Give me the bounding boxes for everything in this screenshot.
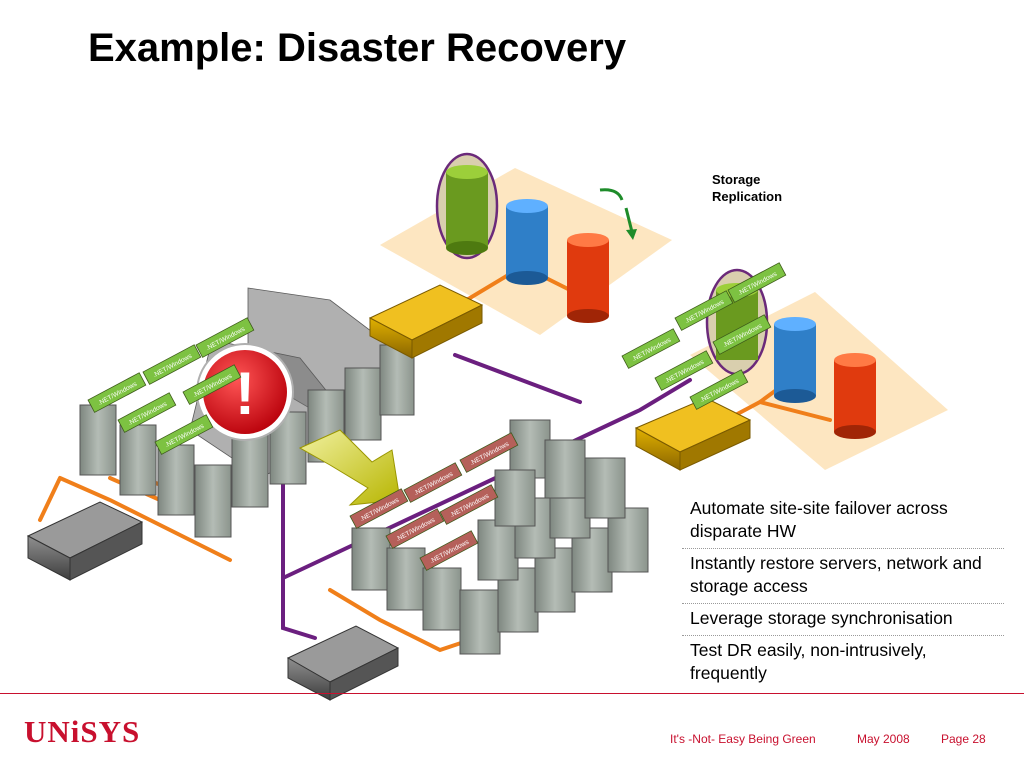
benefit-item: Automate site-site failover across dispa…: [682, 494, 1004, 549]
database-secondary-red-icon: [834, 353, 876, 439]
storage-label-line1: Storage: [712, 172, 761, 187]
switch-failed-site: [26, 501, 144, 581]
switch-recovery-site: [286, 625, 400, 701]
switch-secondary-storage: [634, 397, 752, 471]
switch-primary-storage: [368, 284, 484, 359]
failover-arrow-icon: [298, 429, 401, 506]
alert-symbol: !: [235, 360, 255, 427]
footer-date: May 2008: [857, 732, 910, 746]
workload-tile: .NET/Windows: [142, 344, 202, 385]
benefit-item: Instantly restore servers, network and s…: [682, 549, 1004, 604]
workload-tile: .NET/Windows: [459, 432, 519, 473]
replication-arrow-icon: [599, 188, 637, 240]
database-primary-red-icon: [567, 233, 609, 323]
recovery-site-servers: [351, 419, 649, 655]
footer-page-number: Page 28: [941, 732, 986, 746]
workload-tile: .NET/Windows: [87, 372, 147, 413]
footer-divider: [0, 693, 1024, 694]
database-secondary-blue-icon: [774, 317, 816, 403]
unisys-logo: UNiSYS: [24, 714, 141, 749]
workload-tile: .NET/Windows: [419, 530, 479, 571]
storage-label-line2: Replication: [712, 189, 783, 204]
database-primary-green-icon: [435, 152, 499, 260]
benefits-list: Automate site-site failover across dispa…: [682, 494, 1004, 690]
database-primary-blue-icon: [506, 199, 548, 285]
benefit-item: Leverage storage synchronisation: [682, 604, 1004, 636]
storage-replication-label: Storage Replication: [712, 171, 782, 205]
workload-tile: .NET/Windows: [621, 328, 681, 369]
benefit-item: Test DR easily, non-intrusively, frequen…: [690, 640, 927, 683]
page-title: Example: Disaster Recovery: [88, 26, 627, 70]
footer-presentation-title: It's -Not- Easy Being Green: [670, 732, 816, 746]
alert-icon: !: [196, 343, 294, 441]
